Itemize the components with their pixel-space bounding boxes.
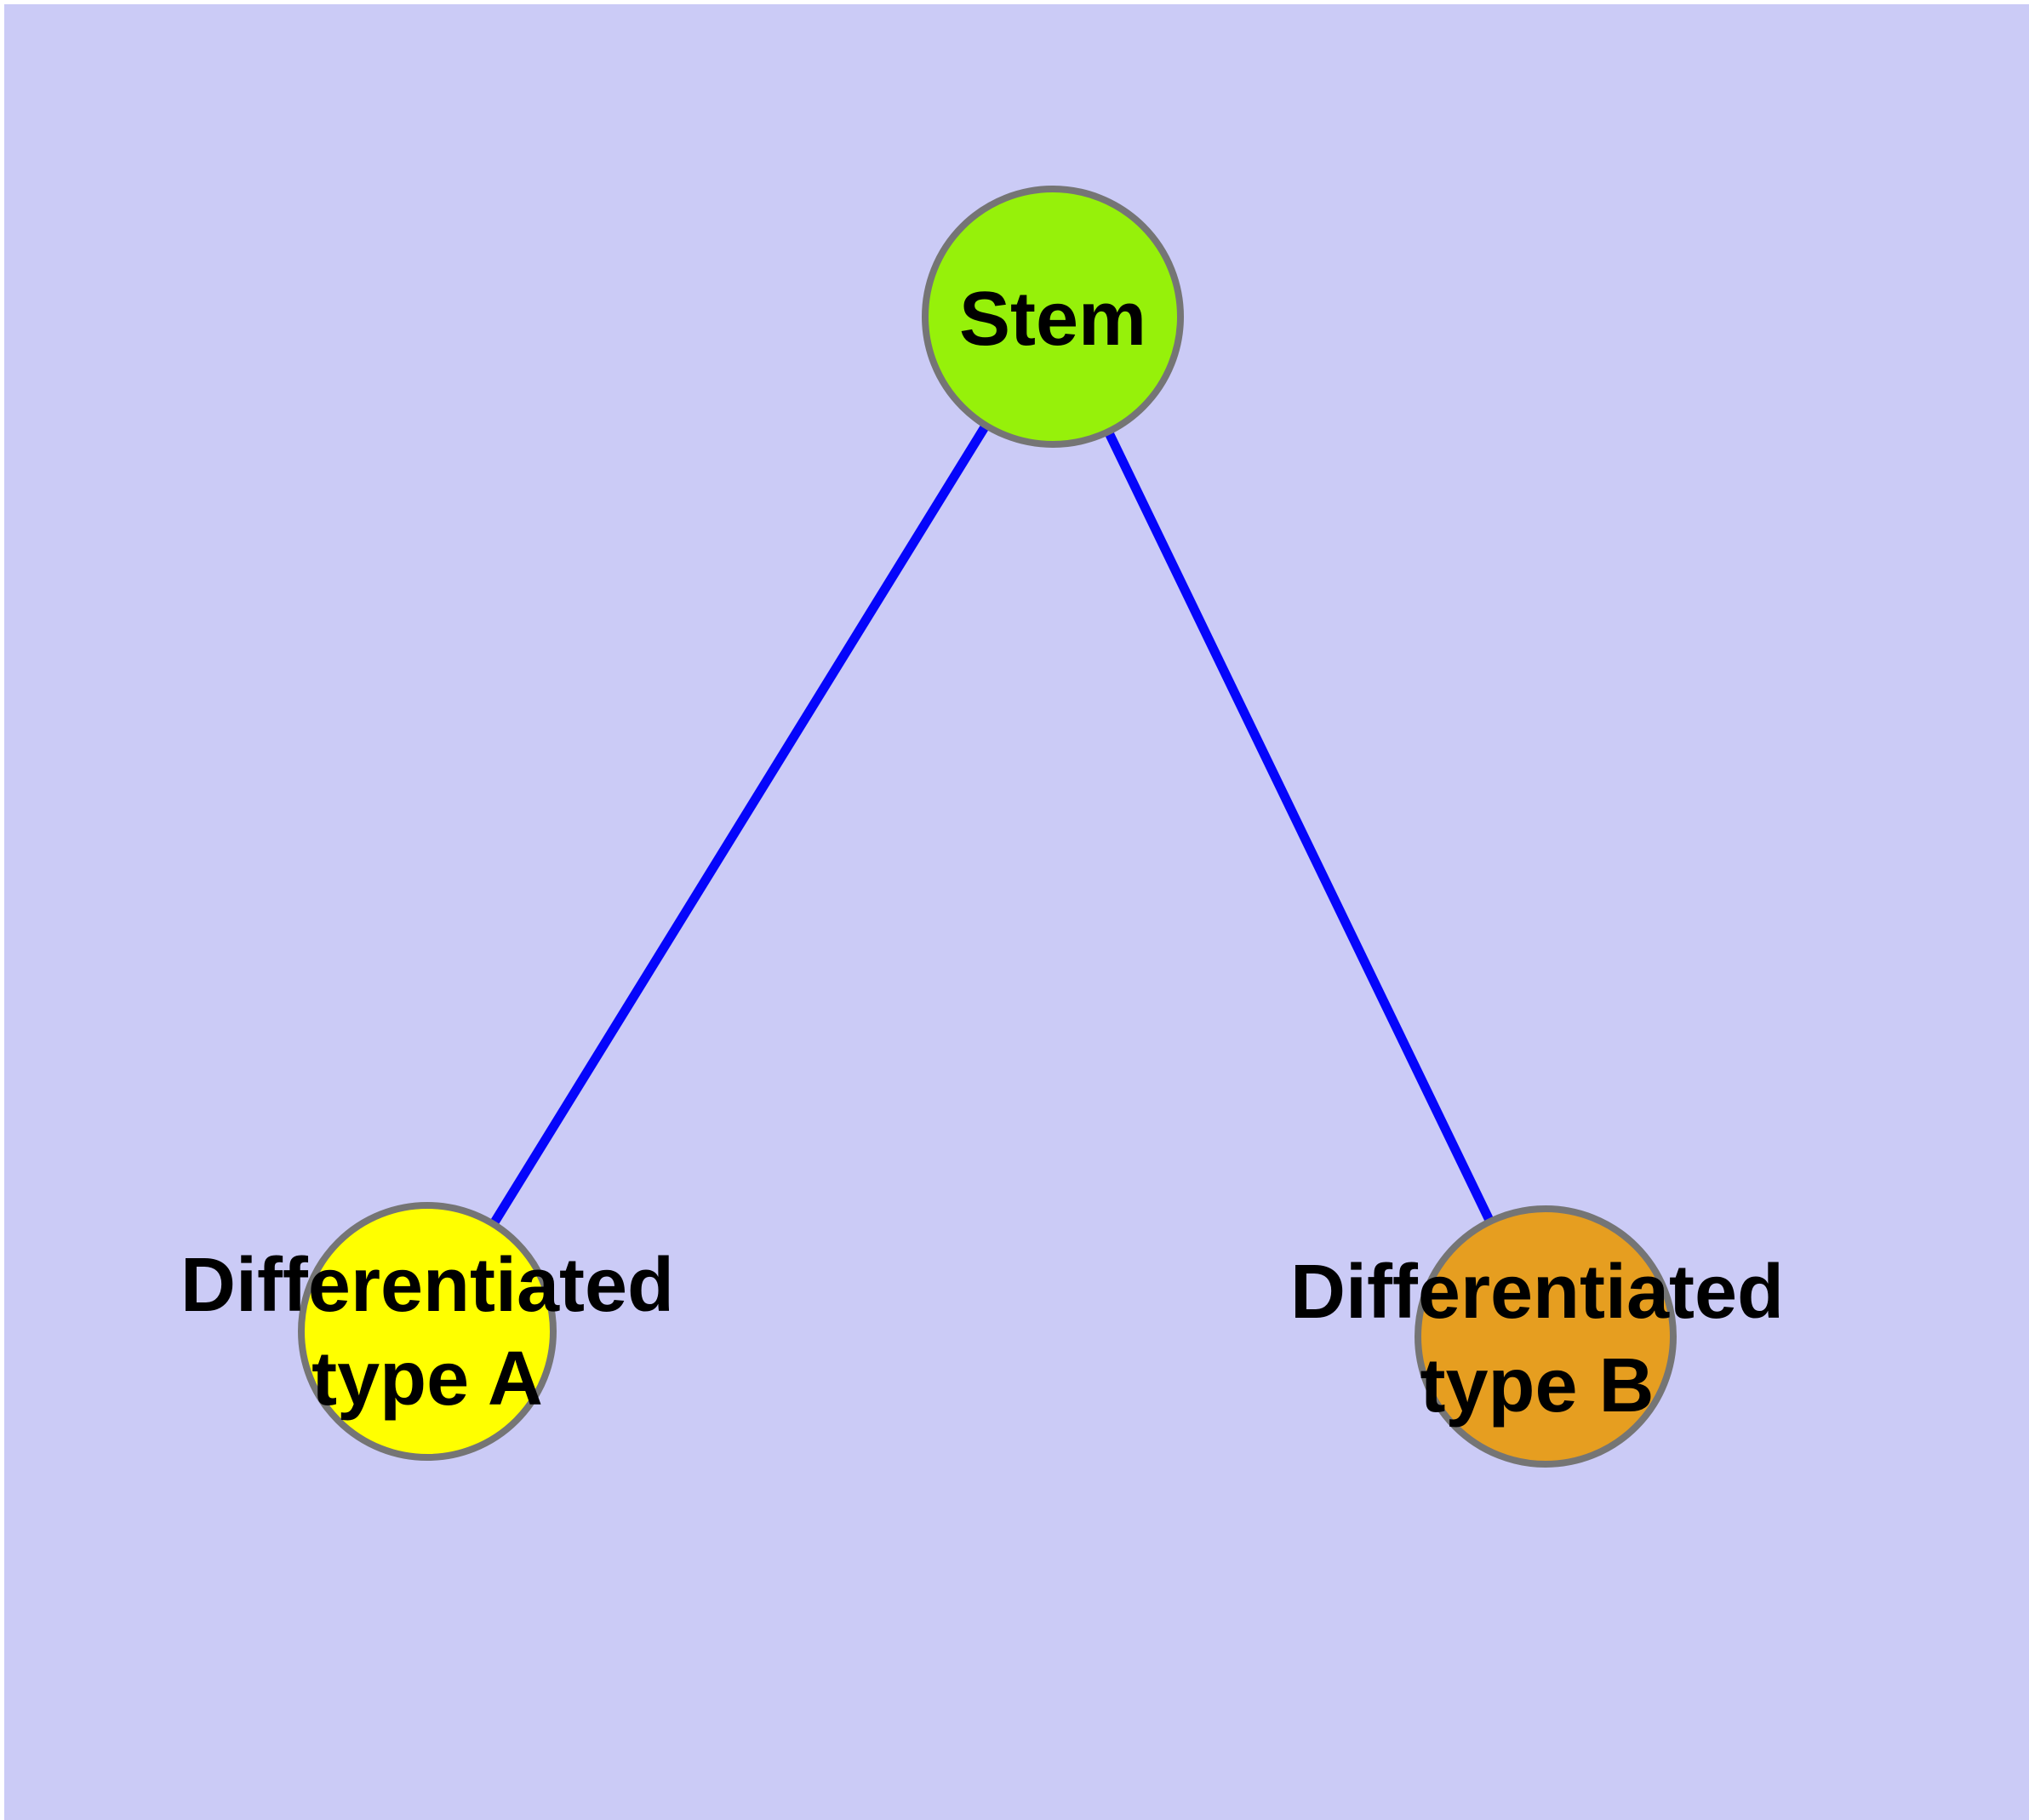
node-differentiated-type-b-label-line2: type B xyxy=(1420,1343,1654,1428)
edge-group xyxy=(423,314,1550,1339)
node-stem: Stem xyxy=(922,186,1184,448)
node-differentiated-type-b: Differentiated type B xyxy=(1290,1205,1784,1468)
node-differentiated-type-a-circle xyxy=(298,1202,557,1461)
node-differentiated-type-a-label-line2: type A xyxy=(311,1336,543,1422)
node-differentiated-type-a: Differentiated type A xyxy=(180,1202,674,1461)
edge-stem-to-differentiated-type-b xyxy=(1049,314,1550,1339)
node-stem-circle xyxy=(922,186,1184,448)
node-differentiated-type-b-circle xyxy=(1415,1205,1677,1468)
node-stem-label: Stem xyxy=(959,277,1146,362)
node-differentiated-type-b-label-line1: Differentiated xyxy=(1290,1250,1784,1335)
edge-stem-to-differentiated-type-a xyxy=(423,314,1057,1334)
node-differentiated-type-a-label-line1: Differentiated xyxy=(180,1243,674,1328)
